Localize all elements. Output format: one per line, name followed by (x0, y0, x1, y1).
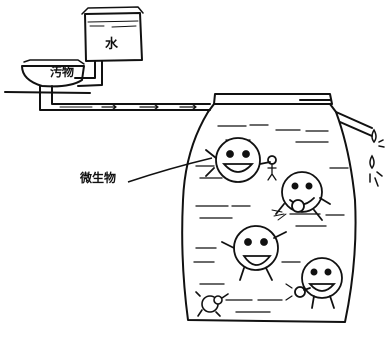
water-drop-2 (369, 154, 375, 170)
toilet-rim (23, 59, 85, 65)
water-line (217, 124, 269, 127)
water-line (275, 129, 329, 132)
water-tank-label: 水 (105, 37, 119, 52)
ground-line (4, 91, 91, 94)
microorganism-3 (221, 225, 287, 281)
tank-lid (213, 93, 333, 105)
drain-pipe-top (39, 95, 211, 111)
outlet-pipe (335, 111, 373, 129)
water-line (289, 213, 345, 216)
microorganisms-label: 微生物 (80, 171, 117, 185)
flow-arrow-1 (101, 103, 117, 111)
tank-neck (207, 103, 337, 113)
tank-body (181, 111, 357, 323)
water-tank (84, 12, 143, 62)
microorganism-4 (285, 257, 343, 309)
microorganism-1 (205, 137, 277, 183)
label-leader-line (127, 157, 213, 183)
water-tank-lid (81, 6, 144, 15)
drain-pipe-bottom (51, 95, 211, 105)
toilet-bowl (21, 65, 85, 88)
flow-arrow-3 (179, 103, 197, 111)
water-drop-1 (371, 128, 377, 144)
outlet-pipe-2 (339, 121, 373, 137)
water-wave (89, 25, 137, 28)
microorganism-2 (271, 171, 331, 221)
water-level (87, 20, 139, 23)
waste-inlet-label: 汚物 (50, 65, 75, 79)
flow-arrow-2 (139, 103, 159, 111)
microorganism-5 (195, 291, 229, 317)
spray-lines (369, 139, 385, 187)
